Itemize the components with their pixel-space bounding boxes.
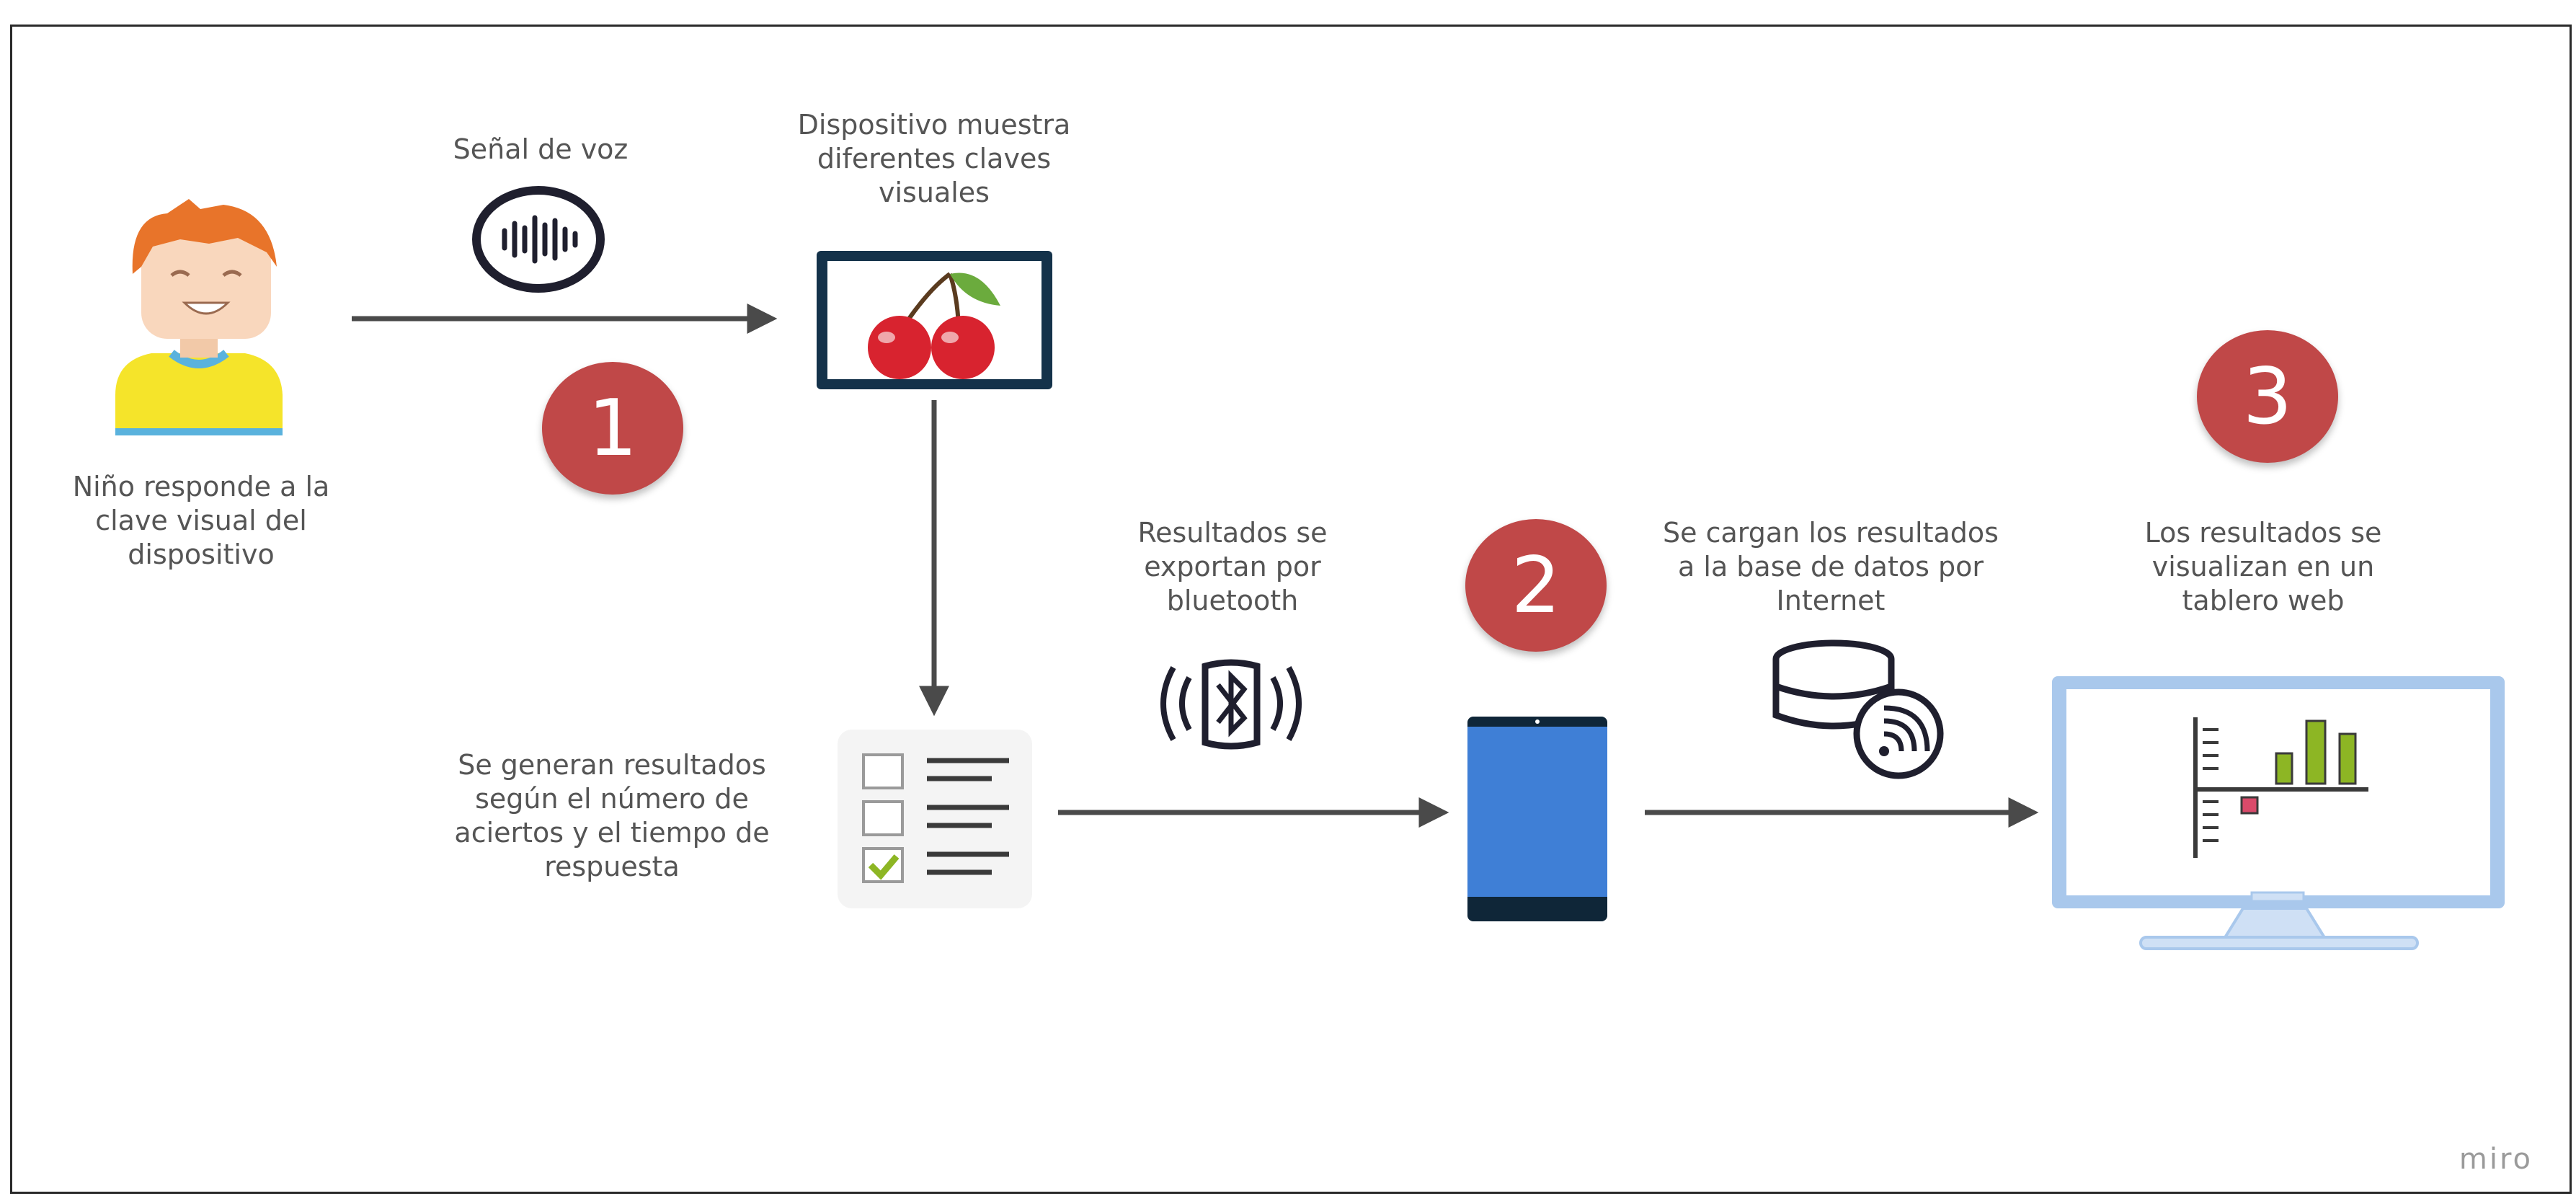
diagram-frame bbox=[10, 25, 2572, 1194]
upload-db-label: Se cargan los resultados a la base de da… bbox=[1663, 517, 1999, 616]
step-badge-1: 1 bbox=[542, 362, 683, 495]
smartphone-icon bbox=[1467, 717, 1607, 921]
child-icon bbox=[115, 199, 283, 435]
checklist-icon bbox=[838, 730, 1032, 908]
voice-signal-icon bbox=[472, 186, 605, 293]
step-badge-2: 2 bbox=[1465, 519, 1607, 652]
miro-watermark: miro bbox=[2459, 1143, 2533, 1176]
results-generated-label: Se generan resultados según el número de… bbox=[454, 749, 770, 882]
bluetooth-icon bbox=[1160, 659, 1302, 750]
device-shows-label: Dispositivo muestra diferentes claves vi… bbox=[797, 109, 1071, 208]
monitor-chart-icon bbox=[2052, 676, 2505, 950]
voice-signal-label: Señal de voz bbox=[453, 133, 629, 165]
step-badge-3: 3 bbox=[2197, 330, 2338, 463]
child-responds-label: Niño responde a la clave visual del disp… bbox=[72, 471, 330, 570]
dashboard-label: Los resultados se visualizan en un table… bbox=[2144, 517, 2382, 616]
database-wifi-icon bbox=[1772, 639, 1944, 779]
bluetooth-export-label: Resultados se exportan por bluetooth bbox=[1137, 517, 1328, 616]
tablet-cherries-icon bbox=[817, 251, 1052, 389]
